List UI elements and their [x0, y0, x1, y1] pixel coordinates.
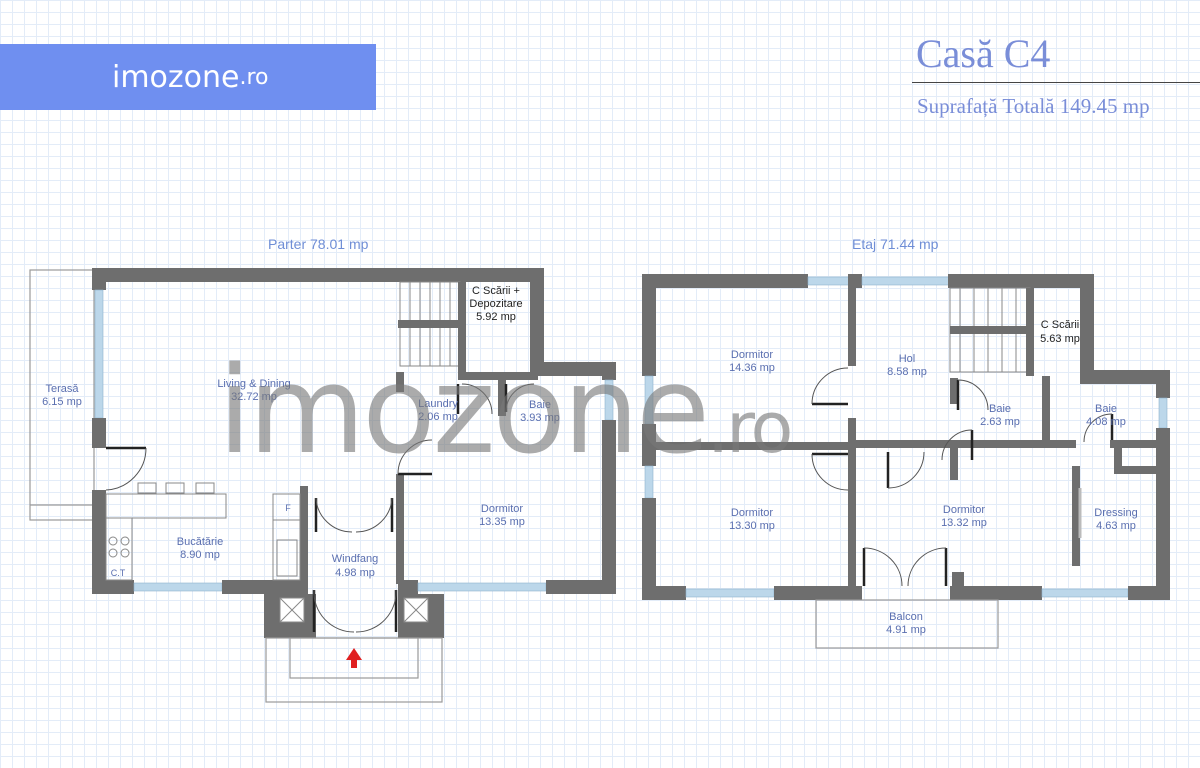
- room-area: 32.72 mp: [231, 391, 277, 403]
- title-divider: [912, 82, 1200, 83]
- room-name: Hol: [899, 353, 916, 365]
- room-area: 14.36 mp: [729, 362, 775, 374]
- terrace-outline: [29, 269, 95, 521]
- window: [644, 375, 654, 425]
- sink: [276, 539, 298, 577]
- brand-ext: .ro: [239, 64, 269, 90]
- room-area: 8.90 mp: [180, 549, 220, 561]
- room-area: 4.98 mp: [335, 567, 375, 579]
- fridge-label: F: [285, 503, 291, 513]
- brand-name: imozone: [112, 59, 240, 95]
- entrance-arrow-icon: [346, 648, 362, 668]
- room-name: Bucătărie: [177, 536, 223, 548]
- window: [685, 588, 775, 598]
- room-name: Laundry: [418, 398, 458, 410]
- room-name: Living & Dining: [217, 378, 290, 390]
- room-area: 6.15 mp: [42, 396, 82, 408]
- room-area: 13.35 mp: [479, 516, 525, 528]
- room-name: Windfang: [332, 553, 378, 565]
- room-area: 13.30 mp: [729, 520, 775, 532]
- window: [1041, 588, 1129, 598]
- page-title: Casă C4: [916, 31, 1051, 76]
- upper-floor-plan: Dormitor 14.36 mp Hol 8.58 mp C Scării 5…: [642, 274, 1170, 649]
- room-name: C Scării: [1041, 319, 1080, 331]
- kitchen-counter: [105, 482, 227, 581]
- doors: [105, 383, 535, 633]
- room-name: Dormitor: [731, 507, 774, 519]
- room-name: Dressing: [1094, 507, 1137, 519]
- brand-logo[interactable]: imozone.ro: [0, 44, 376, 110]
- room-name: Balcon: [889, 611, 923, 623]
- room-name: Dormitor: [731, 349, 774, 361]
- room-name: Dormitor: [943, 504, 986, 516]
- utility-label: C.T: [111, 568, 126, 578]
- room-name: Depozitare: [469, 298, 522, 310]
- wall: [92, 268, 544, 282]
- room-area: 4.08 mp: [1086, 416, 1126, 428]
- room-area: 4.63 mp: [1096, 520, 1136, 532]
- room-area: 5.92 mp: [476, 311, 516, 323]
- room-area: 8.58 mp: [887, 366, 927, 378]
- room-name: C Scării +: [472, 285, 520, 297]
- window: [94, 289, 104, 419]
- room-area: 13.32 mp: [941, 517, 987, 529]
- fridge-unit: [272, 493, 301, 581]
- balcony-outline: [815, 599, 999, 649]
- room-area: 3.93 mp: [520, 412, 560, 424]
- window: [1158, 397, 1168, 429]
- room-area: 5.63 mp: [1040, 333, 1080, 345]
- entry-steps: [265, 637, 443, 703]
- upper-floor-label: Etaj 71.44 mp: [852, 236, 939, 252]
- window: [133, 582, 223, 592]
- total-area: Suprafață Totală 149.45 mp: [917, 94, 1150, 118]
- window: [644, 465, 654, 499]
- room-name: Baie: [1095, 403, 1117, 415]
- room-name: Dormitor: [481, 503, 524, 515]
- doors: [811, 367, 1114, 587]
- room-name: Baie: [989, 403, 1011, 415]
- window: [417, 582, 547, 592]
- window: [807, 276, 853, 286]
- window: [604, 379, 614, 421]
- room-area: 4.91 mp: [886, 624, 926, 636]
- staircase: [398, 281, 466, 378]
- room-area: 2.63 mp: [980, 416, 1020, 428]
- window: [861, 276, 951, 286]
- ground-floor-plan: Terasă 6.15 mp Living & Dining 32.72 mp …: [29, 268, 616, 703]
- ground-floor-label: Parter 78.01 mp: [268, 236, 369, 252]
- room-name: Terasă: [45, 383, 79, 395]
- room-area: 2.06 mp: [418, 411, 458, 423]
- staircase: [949, 287, 1034, 376]
- room-name: Baie: [529, 399, 551, 411]
